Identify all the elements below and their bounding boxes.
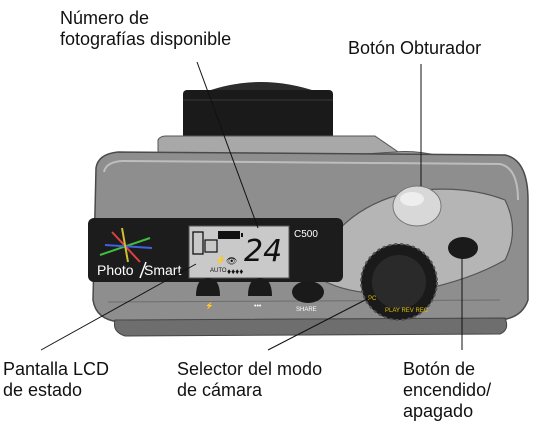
photosmart-logo: Photo Smart: [97, 227, 181, 279]
mode-dial[interactable]: PC PLAY REV REC: [360, 243, 438, 321]
share-button[interactable]: [292, 281, 324, 303]
callout-photos-line2: fotografías disponible: [60, 29, 232, 49]
callout-lcd-line2: de estado: [3, 380, 83, 400]
lcd-battery-bar: [218, 231, 240, 239]
model-label: C500: [294, 229, 318, 240]
callout-photos-available: Número de fotografías disponible: [60, 8, 231, 50]
callout-photos-line1: Número de: [60, 8, 150, 28]
dial-pc-label: PC: [368, 296, 377, 302]
brand-smart: Smart: [144, 262, 181, 278]
lcd-eye-icon: 👁: [226, 256, 237, 266]
leader-lines: [40, 61, 463, 351]
flash-button-icon: ⚡: [205, 301, 214, 310]
callout-power-line3: apagado: [403, 401, 474, 421]
quality-button[interactable]: [248, 278, 272, 296]
lcd-photo-count: 24: [244, 234, 282, 269]
callout-shutter: Botón Obturador: [348, 38, 482, 58]
flash-button[interactable]: [196, 278, 220, 296]
callout-lcd-line1: Pantalla LCD: [3, 359, 110, 379]
lcd-card-icon: [192, 231, 204, 255]
lcd-flash-icon: ⚡: [215, 254, 226, 266]
dial-mode-labels: PLAY REV REC: [385, 308, 429, 314]
share-button-label: SHARE: [296, 307, 317, 313]
power-button[interactable]: [448, 237, 478, 259]
camera-base: [114, 317, 508, 337]
callout-power-line2: encendido/: [403, 380, 492, 400]
lcd-auto-label: AUTO: [210, 268, 227, 274]
callout-power: Botón de encendido/ apagado: [403, 359, 491, 422]
callout-mode-line1: Selector del modo: [177, 359, 323, 379]
callout-mode-selector: Selector del modo de cámara: [177, 359, 322, 401]
quality-button-icon: •••: [254, 303, 262, 310]
callout-power-line1: Botón de: [403, 359, 476, 379]
brand-photo: Photo: [97, 262, 134, 278]
lcd-quality-diamonds: ♦♦♦♦: [227, 267, 243, 276]
shutter-button[interactable]: [392, 185, 442, 227]
callout-lcd: Pantalla LCD de estado: [3, 359, 109, 401]
callout-mode-line2: de cámara: [177, 380, 263, 400]
